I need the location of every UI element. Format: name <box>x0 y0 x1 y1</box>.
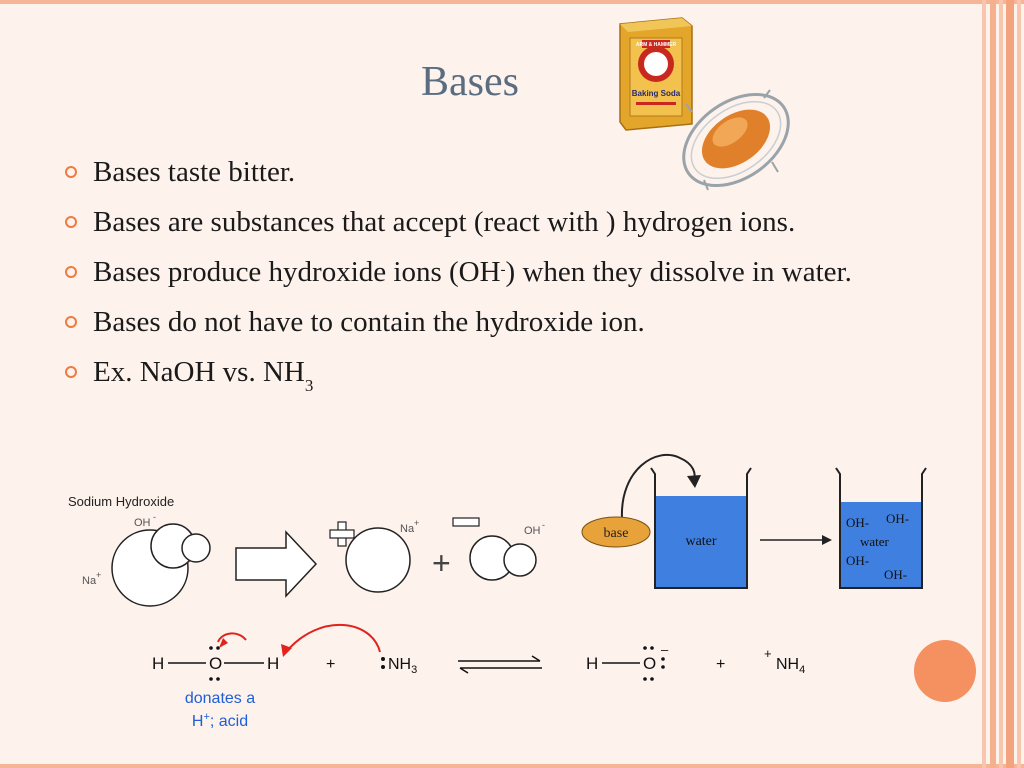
bullet-icon <box>65 266 77 278</box>
charge-label: – <box>661 642 669 657</box>
na-ion <box>345 527 411 593</box>
base-dissolve-diagram: base water OH- OH- water OH- OH- <box>581 453 927 589</box>
bullet-item: Bases do not have to contain the hydroxi… <box>65 302 865 342</box>
soap-dish <box>682 89 790 191</box>
oh-charge: - <box>153 512 156 522</box>
naoh-molecule <box>111 523 211 607</box>
lone-pair-dots <box>643 646 665 681</box>
oh-ion-label: OH- <box>886 511 909 526</box>
nh4-label: NH <box>776 656 799 673</box>
bullet-text: ) when they dissolve in water. <box>505 256 852 288</box>
oh-label: OH <box>134 517 151 529</box>
atom-o: O <box>209 654 222 673</box>
bullet-text: Bases do not have to contain the hydroxi… <box>93 306 645 338</box>
note-rest: ; acid <box>210 713 248 730</box>
arrow-head-icon <box>822 535 832 545</box>
oh-ion <box>469 535 537 581</box>
bullet-text: Ex. NaOH vs. NH <box>93 356 305 388</box>
equilibrium-arrows-icon <box>458 655 542 674</box>
right-arrow-icon <box>235 530 318 598</box>
plus-charge-icon <box>329 521 355 547</box>
curved-arrow-icon <box>217 632 247 643</box>
bullet-text: Bases are substances that accept (react … <box>93 206 796 238</box>
lone-pair-dots <box>381 657 385 669</box>
lone-pair-dots <box>209 646 220 681</box>
slide-title: Bases <box>421 59 519 105</box>
svg-text:NH3: NH3 <box>388 656 417 676</box>
decorative-side-stripes <box>982 0 1024 768</box>
decorative-circle <box>914 640 976 702</box>
plus-sign: + <box>716 656 725 673</box>
water-label: water <box>685 534 716 549</box>
bottom-frame-line <box>0 764 1024 768</box>
base-label: base <box>604 526 629 541</box>
nh4-subscript: 4 <box>799 664 805 676</box>
na-label-right: Na <box>400 523 415 535</box>
oh-ion-label: OH- <box>846 515 869 530</box>
top-frame-line <box>0 0 1024 4</box>
bullet-list: Bases taste bitter. Bases are substances… <box>65 152 865 406</box>
na-label: Na <box>82 575 97 587</box>
charge-label: + <box>764 646 772 661</box>
bullet-icon <box>65 166 77 178</box>
oh-label-right: OH <box>524 525 541 537</box>
note-line-1: donates a <box>185 690 255 707</box>
minus-charge-icon <box>452 517 480 527</box>
plus-sign: + <box>432 545 451 581</box>
plus-sign: + <box>326 656 335 673</box>
bullet-icon <box>65 366 77 378</box>
beaker-right <box>835 467 927 589</box>
bullet-item: Bases taste bitter. <box>65 152 865 192</box>
bullet-text: Bases produce hydroxide ions (OH <box>93 256 501 288</box>
sodium-hydroxide-diagram: Sodium Hydroxide OH - Na + Na + + OH - <box>68 494 545 607</box>
atom-o: O <box>643 654 656 673</box>
baking-soda-box: ARM & HAMMER Baking Soda <box>619 17 693 131</box>
na-charge-right: + <box>414 518 419 528</box>
product-label: Baking Soda <box>632 89 681 98</box>
superscript: - <box>500 262 506 278</box>
brand-label: ARM & HAMMER <box>636 42 677 48</box>
bullet-item: Ex. NaOH vs. NH3 <box>65 352 865 396</box>
note-h: H <box>192 713 204 730</box>
subscript: 3 <box>304 376 314 395</box>
note-superscript: + <box>203 711 209 723</box>
bullet-text: Bases taste bitter. <box>93 156 296 188</box>
atom-h: H <box>152 654 164 673</box>
svg-text:NH4: NH4 <box>776 656 805 676</box>
reaction-equation: H O H + NH3 H O – + <box>152 624 805 730</box>
bullet-icon <box>65 216 77 228</box>
water-label-2: water <box>860 534 890 549</box>
curved-arrow-icon <box>620 453 696 519</box>
oh-charge-right: - <box>542 520 545 530</box>
beaker-left <box>650 467 752 589</box>
bullet-icon <box>65 316 77 328</box>
na-charge: + <box>96 570 101 580</box>
atom-h: H <box>267 654 279 673</box>
curved-arrow-icon <box>285 624 381 653</box>
oh-ion-label: OH- <box>846 553 869 568</box>
nh3-label: NH <box>388 656 411 673</box>
bullet-item: Bases produce hydroxide ions (OH-) when … <box>65 252 865 292</box>
baking-soda-image: ARM & HAMMER Baking Soda <box>619 17 790 191</box>
atom-h: H <box>586 654 598 673</box>
diagram-title: Sodium Hydroxide <box>68 494 174 509</box>
bullet-item: Bases are substances that accept (react … <box>65 202 865 242</box>
nh3-subscript: 3 <box>411 664 417 676</box>
base-pill <box>581 516 651 548</box>
oh-ion-label: OH- <box>884 567 907 582</box>
svg-text:H+; acid: H+; acid <box>192 711 248 730</box>
